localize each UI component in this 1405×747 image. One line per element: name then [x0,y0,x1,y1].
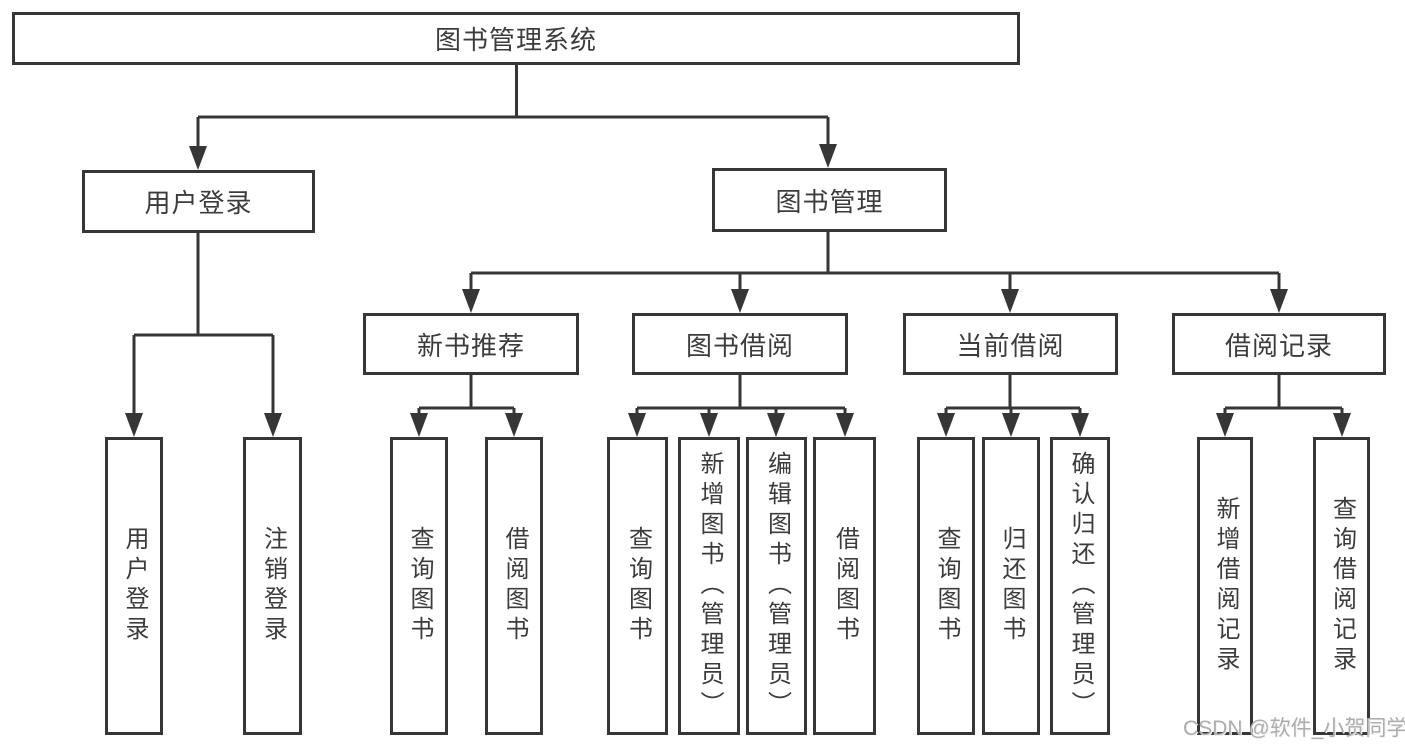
leaf-borrow-books-borrow: 借阅图书 [813,437,876,735]
node-user-login: 用户登录 [82,170,315,233]
node-borrowing-records: 借阅记录 [1172,313,1386,375]
arrowheads [125,144,1351,437]
leaf-query-books-current: 查询图书 [917,437,975,735]
leaf-add-borrow-record: 新增借阅记录 [1197,437,1253,735]
node-root-system: 图书管理系统 [12,12,1020,65]
node-book-management: 图书管理 [712,168,947,232]
leaf-add-books-admin: 新增图书（管理员） [678,437,740,735]
leaf-user-login: 用户登录 [105,437,163,735]
leaf-edit-books-admin: 编辑图书（管理员） [746,437,807,735]
node-current-borrowing: 当前借阅 [903,313,1118,375]
leaf-query-borrow-record: 查询借阅记录 [1313,437,1370,735]
leaf-confirm-return-admin: 确认归还（管理员） [1050,437,1110,735]
leaf-return-books: 归还图书 [982,437,1040,735]
csdn-watermark: CSDN @软件_小贺同学 [1183,717,1405,740]
leaf-logout: 注销登录 [243,437,302,735]
node-new-book-recommendation: 新书推荐 [363,313,579,375]
node-book-borrowing: 图书借阅 [632,313,848,375]
leaf-borrow-books-recommend: 借阅图书 [485,437,543,735]
tree-edges [132,65,1344,415]
leaf-query-books-recommend: 查询图书 [390,437,448,735]
leaf-query-books-borrow: 查询图书 [607,437,668,735]
